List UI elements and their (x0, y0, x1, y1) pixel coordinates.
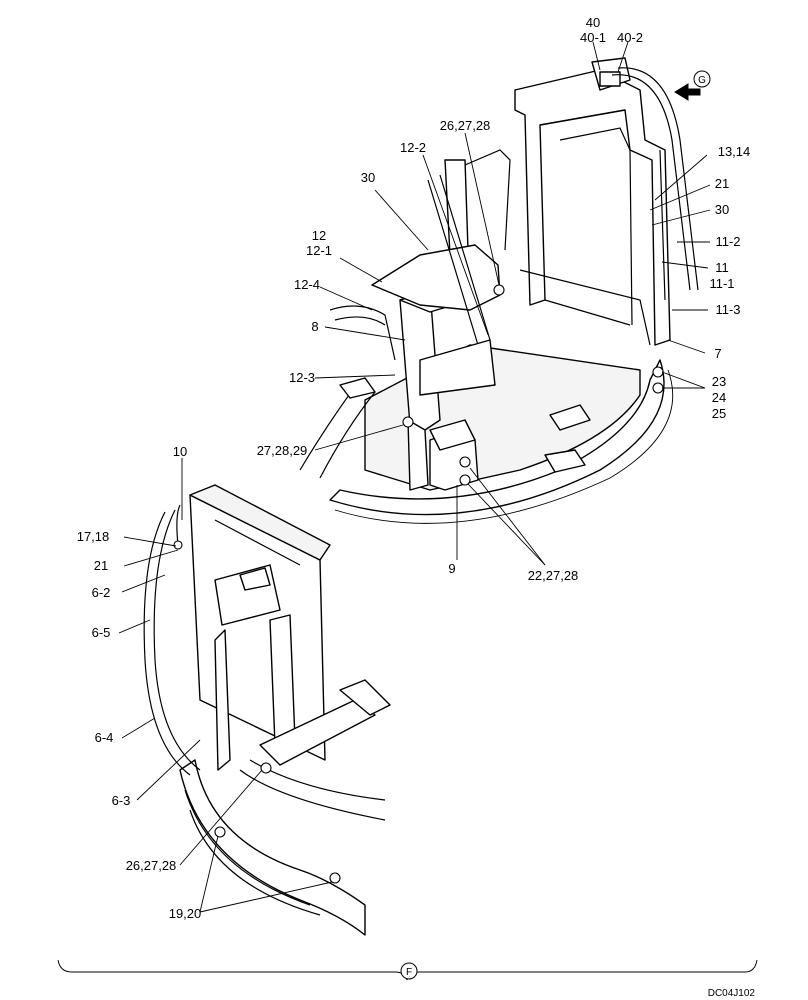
circle-letter-icon (693, 70, 711, 88)
arrow-left-icon (674, 83, 701, 101)
label-25: 25 (712, 406, 726, 421)
label-19-20: 19,20 (169, 906, 202, 921)
label-11-1: 11-1 (709, 276, 734, 291)
label-12-4: 12-4 (294, 277, 320, 292)
label-6-4: 6-4 (95, 730, 114, 745)
lower-frame-assembly (143, 484, 391, 936)
callout-labels: 40 40-1 40-2 26,27,28 12-2 13,14 30 21 3… (77, 15, 756, 999)
label-17-18: 17,18 (77, 529, 110, 544)
label-11-2: 11-2 (715, 234, 740, 249)
label-40-1: 40-1 (580, 30, 606, 45)
label-22-27-28: 22,27,28 (528, 568, 579, 583)
upper-frame-assembly (299, 57, 699, 524)
label-21-left: 21 (94, 558, 108, 573)
label-30-left: 30 (361, 170, 375, 185)
label-6-3: 6-3 (112, 793, 131, 808)
label-12: 12 (312, 228, 326, 243)
label-40-2: 40-2 (617, 30, 643, 45)
label-8: 8 (311, 319, 318, 334)
label-23: 23 (712, 374, 726, 389)
view-f-letter: F (406, 967, 412, 978)
label-13-14: 13,14 (718, 144, 751, 159)
label-11: 11 (715, 260, 729, 275)
label-11-3: 11-3 (715, 302, 740, 317)
label-6-2: 6-2 (92, 585, 111, 600)
label-24: 24 (712, 390, 726, 405)
drawing-code: DC04J102 (708, 988, 756, 999)
circle-letter-icon (400, 962, 418, 980)
label-7: 7 (714, 346, 721, 361)
view-f-marker: F (57, 959, 758, 981)
label-10: 10 (173, 444, 187, 459)
label-21-right: 21 (715, 176, 729, 191)
view-g-letter: G (698, 75, 706, 86)
label-12-1: 12-1 (306, 243, 332, 258)
label-26-27-28-top: 26,27,28 (440, 118, 491, 133)
leader-lines (118, 41, 711, 913)
label-30-right: 30 (715, 202, 729, 217)
label-27-28-29: 27,28,29 (257, 443, 308, 458)
label-40: 40 (586, 15, 600, 30)
label-12-2: 12-2 (400, 140, 426, 155)
view-g-marker: G (674, 70, 711, 101)
label-12-3: 12-3 (289, 370, 315, 385)
label-6-5: 6-5 (92, 625, 111, 640)
label-26-27-28-bottom: 26,27,28 (126, 858, 177, 873)
label-9: 9 (448, 561, 455, 576)
